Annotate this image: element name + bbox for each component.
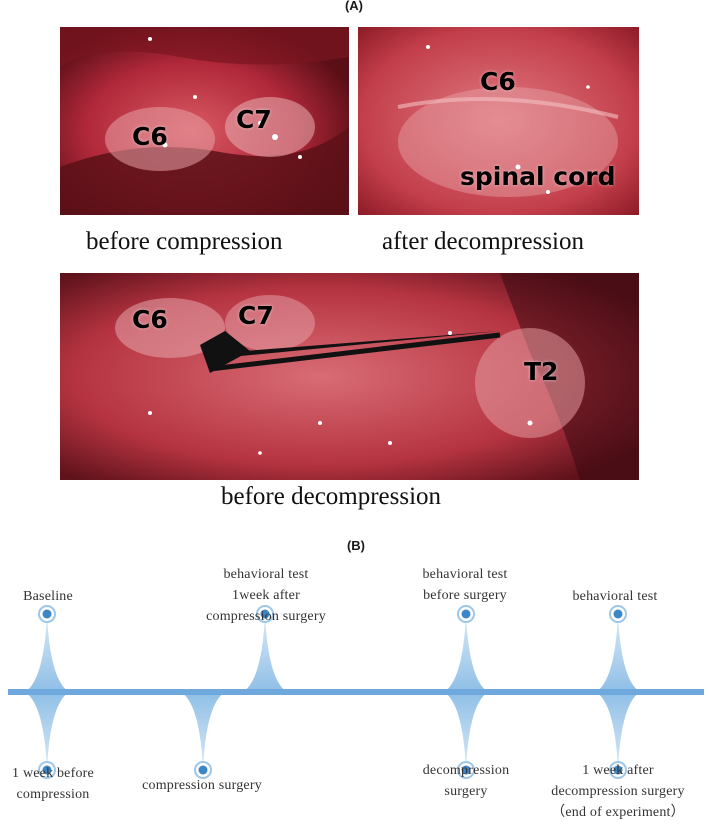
panel-b-label: (B) [346,538,366,553]
marker-baseline [25,605,69,692]
photo-before-compression: C6 C7 [60,27,349,215]
label-t2: T2 [524,357,559,386]
photo-after-decompression: C6 spinal cord [358,27,639,215]
caption-before-compression: before compression [86,228,283,255]
spike-shape [596,614,640,692]
marker-compression-surgery [181,692,225,779]
label-c6: C6 [132,122,168,151]
event-1week-before-compression-label: 1 week before compression [12,766,94,802]
event-behavioral-test-final-label: behavioral test [572,589,658,604]
marker-dot-icon [42,765,52,775]
caption-after-decompression: after decompression [382,228,585,255]
spike-shape [596,692,640,770]
event-behavioral-test-before-surgery-label: behavioral test before surgery [422,567,508,603]
marker-dot-icon [42,609,52,619]
event-decompression-surgery-label: decompression surgery [422,763,510,799]
photo-before-decompression: C6 C7 T2 [60,273,639,480]
panel-a-label: (A) [344,0,364,13]
tissue-image [60,27,349,215]
marker-dot-icon [613,609,623,619]
marker-dot-icon [260,609,270,619]
marker-dot-icon [198,765,208,775]
marker-behavioral-test-before-surgery [444,605,488,692]
marker-dot-icon [461,765,471,775]
timeline-axis [8,689,704,695]
caption-before-decompression: before decompression [221,483,442,510]
label-spinal-cord: spinal cord [460,162,616,191]
timeline [8,605,704,779]
marker-1week-before-compression [25,692,69,779]
marker-dot-icon [613,765,623,775]
marker-behavioral-test-1week [243,605,287,692]
event-compression-surgery-label: compression surgery [142,778,262,793]
tissue-image [60,273,639,480]
event-baseline-label: Baseline [23,589,73,604]
marker-end-of-experiment [596,692,640,779]
marker-behavioral-test-final [596,605,640,692]
tissue-image [358,27,639,215]
event-end-of-experiment-label: 1 week after decompression surgery （end … [551,763,685,820]
spike-shape [25,692,69,770]
label-c6: C6 [480,67,516,96]
spike-shape [25,614,69,692]
spike-shape [181,692,225,770]
spike-shape [444,692,488,770]
label-c7: C7 [236,105,272,134]
marker-decompression-surgery [444,692,488,779]
label-c6: C6 [132,305,168,334]
spike-shape [444,614,488,692]
event-behavioral-test-1week-label: behavioral test 1week after compression … [206,567,326,624]
marker-dot-icon [461,609,471,619]
spike-shape [243,614,287,692]
label-c7: C7 [238,301,274,330]
